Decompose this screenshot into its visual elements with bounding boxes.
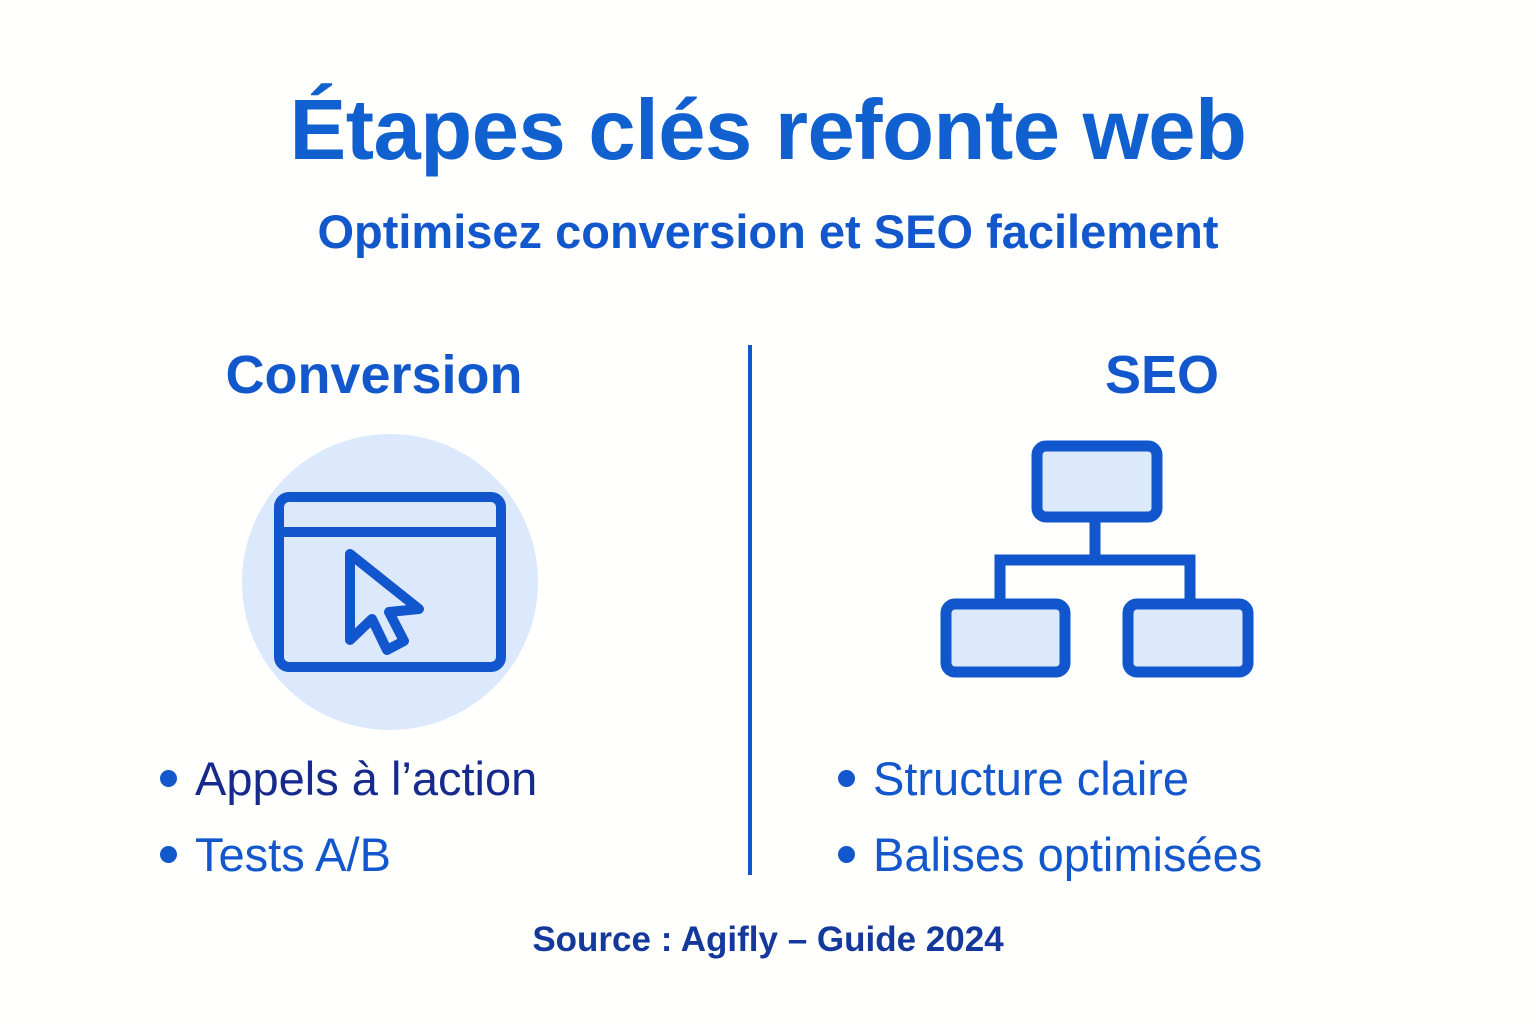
bullet-dot-icon: [838, 845, 855, 863]
bullet-list-seo: Structure claire Balises optimisées: [838, 740, 1262, 892]
bullet-label: Balises optimisées: [873, 827, 1263, 881]
source-caption: Source : Agifly – Guide 2024: [532, 920, 1004, 959]
page-title: Étapes clés refonte web: [289, 83, 1247, 178]
bullet-dot-icon: [838, 769, 855, 787]
list-item: Structure claire: [838, 740, 1262, 816]
list-item: Tests A/B: [160, 816, 537, 892]
list-item: Appels à l’action: [160, 740, 537, 816]
bullet-dot-icon: [160, 845, 177, 863]
page-subtitle: Optimisez conversion et SEO facilement: [317, 205, 1219, 258]
column-heading-seo: SEO: [1104, 345, 1220, 405]
bullet-label: Tests A/B: [195, 827, 391, 881]
bullet-dot-icon: [160, 769, 177, 787]
column-divider: [748, 345, 752, 875]
column-heading-conversion: Conversion: [225, 345, 523, 405]
sitemap-hierarchy-icon: [930, 440, 1260, 680]
bullet-list-conversion: Appels à l’action Tests A/B: [160, 740, 537, 892]
bullet-label: Structure claire: [873, 751, 1190, 805]
list-item: Balises optimisées: [838, 816, 1262, 892]
bullet-label: Appels à l’action: [195, 751, 538, 805]
browser-cursor-icon: [274, 492, 506, 672]
